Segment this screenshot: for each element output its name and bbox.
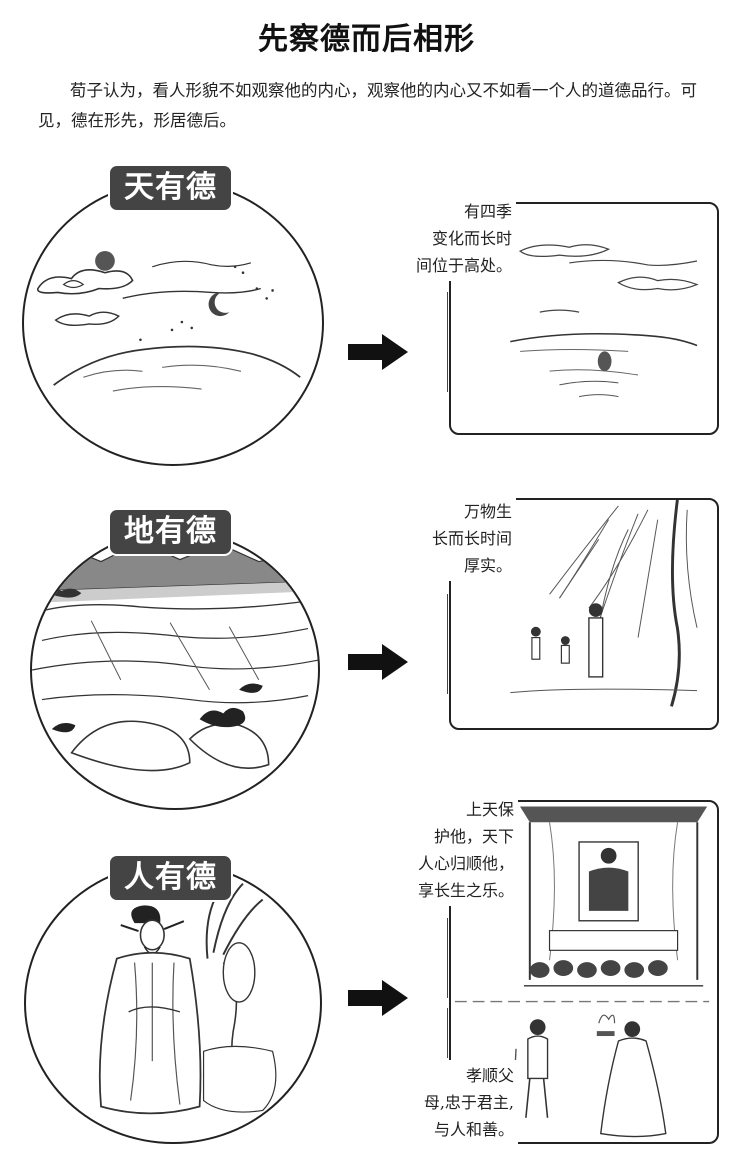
right-arrow-icon bbox=[348, 334, 408, 370]
caption-line: 与人和善。 bbox=[433, 1120, 514, 1139]
right-arrow-icon bbox=[348, 644, 408, 680]
caption-line: 长而长时间 bbox=[431, 529, 512, 548]
caption-divider bbox=[447, 1008, 448, 1058]
sage-scene bbox=[65, 883, 277, 1125]
right-arrow-icon bbox=[348, 980, 408, 1016]
caption-divider bbox=[447, 594, 448, 694]
heaven-scene bbox=[37, 251, 301, 392]
person-illustration bbox=[24, 862, 322, 1144]
caption-line: 万物生 bbox=[463, 502, 512, 521]
heaven-virtue-badge: 天有德 bbox=[110, 166, 231, 210]
person-panel-scene bbox=[454, 806, 710, 1138]
earth-scene bbox=[32, 541, 318, 772]
caption-divider bbox=[447, 918, 448, 998]
heaven-panel-scene bbox=[510, 244, 699, 398]
intro-paragraph: 荀子认为，看人形貌不如观察他的内心，观察他的内心又不如看一个人的道德品行。可见，… bbox=[38, 81, 697, 130]
caption-line: 享长生之乐。 bbox=[417, 881, 514, 900]
filial-piety-caption: 孝顺父 母,忠于君主, 与人和善。 bbox=[404, 1060, 518, 1145]
heaven-caption: 有四季 变化而长时 间位于高处。 bbox=[408, 196, 516, 281]
caption-line: 有四季 bbox=[463, 202, 512, 221]
caption-line: 母,忠于君主, bbox=[423, 1093, 514, 1112]
caption-line: 间位于高处。 bbox=[415, 256, 512, 275]
caption-line: 护他，天下 bbox=[433, 827, 514, 846]
page-title: 先察德而后相形 bbox=[258, 22, 475, 57]
person-virtue-badge: 人有德 bbox=[110, 856, 231, 900]
earth-panel-scene bbox=[510, 500, 698, 707]
caption-line: 厚实。 bbox=[463, 556, 512, 575]
caption-line: 孝顺父 bbox=[465, 1066, 514, 1085]
heaven-illustration bbox=[22, 180, 324, 466]
earth-virtue-badge: 地有德 bbox=[110, 510, 231, 554]
caption-line: 变化而长时 bbox=[431, 229, 512, 248]
caption-line: 人心归顺他， bbox=[417, 854, 514, 873]
earth-caption: 万物生 长而长时间 厚实。 bbox=[408, 496, 516, 581]
caption-line: 上天保 bbox=[465, 800, 514, 819]
earth-illustration bbox=[30, 530, 320, 810]
heaven-protects-caption: 上天保 护他，天下 人心归顺他， 享长生之乐。 bbox=[404, 794, 518, 906]
caption-divider bbox=[447, 292, 448, 392]
